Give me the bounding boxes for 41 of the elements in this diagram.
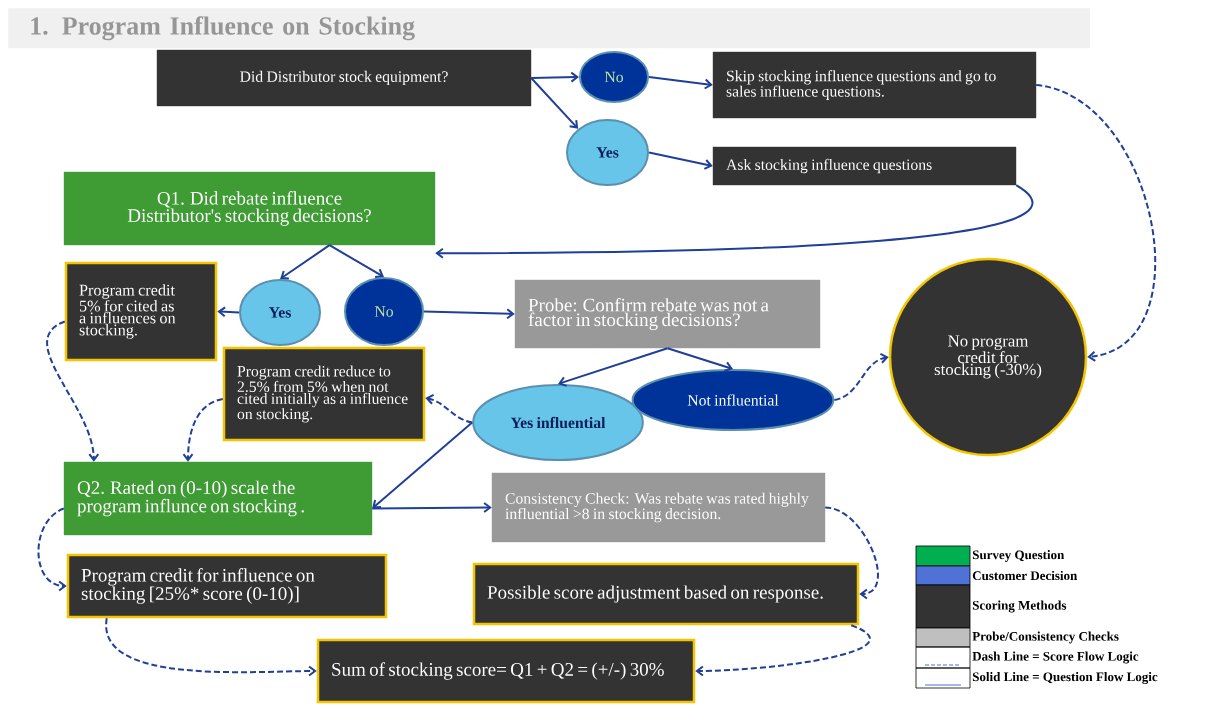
arrow	[648, 76, 713, 90]
probe-box: Consistency Check: Was rebate was rated highly influential >8 in stocking decision.	[491, 472, 826, 543]
arrow	[328, 244, 384, 278]
arrow	[824, 506, 879, 600]
title-banner: 1. Program Influence on Stocking	[8, 8, 1091, 49]
scoring-box: Program credit 5% for cited as a influences on stocking.	[64, 261, 218, 362]
arrow	[1035, 84, 1156, 362]
question-box: Q2. Rated on (0-10) scale the program influnce on stocking .	[63, 461, 373, 536]
scoring-box: Did Distributor stock equipment?	[156, 49, 532, 107]
arrow	[46, 320, 100, 462]
legend-label: Solid Line = Question Flow Logic	[972, 672, 1158, 684]
legend-label: Customer Decision	[972, 570, 1078, 581]
arrow	[37, 507, 67, 592]
probe-box: Probe: Confirm rebate was not a factor in stocking decisions?	[514, 279, 821, 349]
scoring-box: Program credit for influence on stocking [25%* score (0-10)]	[66, 553, 388, 619]
arrow	[833, 352, 889, 401]
arrow	[371, 502, 492, 514]
arrow	[423, 308, 515, 320]
scoring-box: Ask stocking influence questions	[712, 146, 1017, 186]
arrow	[558, 347, 669, 387]
arrow	[105, 617, 317, 677]
scoring-box: Program credit reduce to 2.5% from 5% when not cited initially as a influence on stocking.	[222, 346, 426, 442]
arrow	[280, 244, 331, 280]
arrow	[217, 306, 240, 318]
arrow	[425, 393, 474, 424]
arrow	[530, 77, 579, 129]
scoring-box: Skip stocking influence questions and go to sales influence questions.	[712, 51, 1037, 119]
arrow	[530, 71, 579, 83]
arrow	[695, 624, 871, 677]
arrow	[182, 398, 224, 462]
arrow	[666, 347, 733, 372]
legend-label: Survey Question	[972, 550, 1065, 562]
arrow	[648, 151, 713, 170]
legend-label: Dash Line = Score Flow Logic	[972, 651, 1139, 664]
scoring-box: Sum of stocking score= Q1 + Q2 = (+/-) 30%	[316, 638, 696, 704]
scoring-box: Possible score adjustment based on response.	[472, 562, 860, 626]
legend-label: Probe/Consistency Checks	[972, 631, 1119, 644]
legend-label: Scoring Methods	[972, 600, 1067, 613]
question-box: Q1. Did rebate influence Distributor's stocking decisions?	[63, 171, 436, 246]
arrow	[372, 421, 474, 509]
arrow	[435, 184, 1034, 259]
